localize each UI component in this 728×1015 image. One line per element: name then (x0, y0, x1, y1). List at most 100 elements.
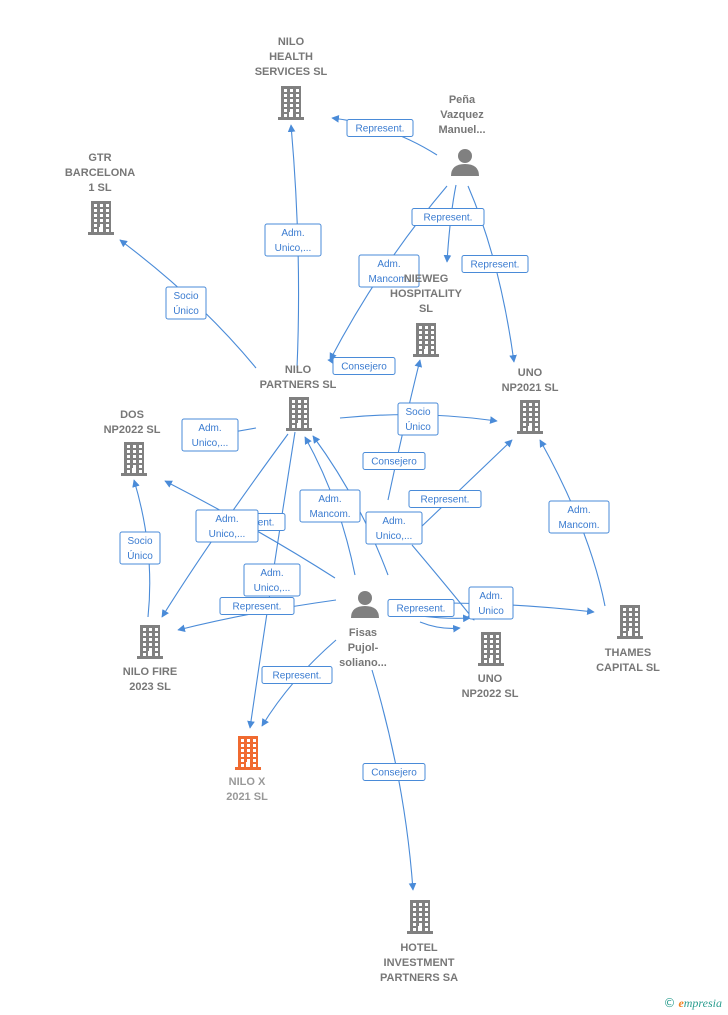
edge-label-text: Unico,... (209, 529, 246, 540)
edge-label-20[interactable]: Represent. (387, 599, 455, 617)
edge-label-12[interactable]: Adm.Mancom. (548, 500, 610, 534)
edge-label-box (219, 597, 295, 615)
node-label: NP2022 SL (462, 688, 519, 700)
brand-initial: e (678, 996, 684, 1010)
edge-label-box (299, 489, 361, 523)
edge-label-11[interactable]: Adm.Mancom. (299, 489, 361, 523)
node-label: GTR (88, 152, 111, 164)
edge-label-text: Mancom. (368, 274, 409, 285)
edge-label-text: Represent. (397, 604, 446, 615)
building-icon (413, 323, 439, 357)
edge-label-text: Unico,... (275, 243, 312, 254)
edge-label-box (387, 599, 455, 617)
edge-label-text: Adm. (260, 568, 283, 579)
edge-label-text: Adm. (281, 228, 304, 239)
edge-label-4[interactable]: Adm. Mancom. (358, 254, 420, 288)
node-label: NILO FIRE (123, 666, 177, 678)
node-dos2022[interactable]: DOS NP2022 SL (104, 409, 161, 476)
node-fisas[interactable]: FisasPujol-soliano... (339, 591, 387, 669)
node-label: BARCELONA (65, 167, 135, 179)
brand-name: mpresia (683, 996, 722, 1010)
edge-label-text: Socio (405, 407, 430, 418)
edge-label-box (365, 511, 423, 545)
node-label: NP2022 SL (104, 424, 161, 436)
person-icon (451, 149, 479, 176)
edge-label-5[interactable]: Represent. (461, 255, 529, 273)
edge-label-text: Socio (173, 291, 198, 302)
edge-label-box (119, 531, 161, 565)
edge-label-text: Represent. (273, 671, 322, 682)
building-icon (88, 201, 114, 235)
edge-label-box (346, 119, 414, 137)
edge-label-box (264, 223, 322, 257)
edge-label-text: Represent. (471, 260, 520, 271)
edge-label-text: Adm. (377, 259, 400, 270)
edge-label-21[interactable]: Adm.Unico (468, 586, 514, 620)
edge-label-15[interactable]: Adm. Unico,... (195, 509, 259, 543)
edge-label-18[interactable]: Represent. (219, 597, 295, 615)
edge-label-box (165, 286, 207, 320)
edge-label-text: Adm. (567, 505, 590, 516)
node-nilo-x[interactable]: NILO X 2021 SL (226, 736, 268, 803)
node-label: HOTEL (400, 942, 438, 954)
edge-label-text: Unico (478, 606, 504, 617)
edge-label-box (408, 490, 482, 508)
node-label: Fisas (349, 627, 377, 639)
edge-label-6[interactable]: Consejero (332, 357, 396, 375)
edge-label-box (362, 763, 426, 781)
copyright-icon: © (663, 996, 676, 1010)
edge-label-3[interactable]: Represent. (411, 208, 485, 226)
edge-label-text: Adm. (215, 514, 238, 525)
node-label: NIEWEG (404, 273, 449, 285)
building-icon (617, 605, 643, 639)
node-label: PARTNERS SA (380, 972, 458, 984)
node-label: DOS (120, 409, 144, 421)
node-label: 2021 SL (226, 791, 268, 803)
edge-label-16[interactable]: Adm.Unico,... (243, 563, 301, 597)
edge-labels-layer: Represent.Adm.Unico,...SocioÚnicoReprese… (119, 119, 610, 781)
edge-label-1[interactable]: Adm. Unico,... (264, 223, 322, 257)
edge-label-text: Represent. (421, 495, 470, 506)
edge-label-text: Unico,... (376, 531, 413, 542)
edge-label-0[interactable]: Represent. (346, 119, 414, 137)
node-label: CAPITAL SL (596, 662, 660, 674)
node-label: THAMES (605, 647, 651, 659)
node-label: HOSPITALITY (390, 288, 463, 300)
edge-label-22[interactable]: Consejero (362, 763, 426, 781)
edge-label-9[interactable]: Consejero (362, 452, 426, 470)
edge-label-text: Socio (127, 536, 152, 547)
edge-label-box (261, 666, 333, 684)
node-label: NILO (285, 364, 312, 376)
edge-label-text: Represent. (233, 602, 282, 613)
edge-label-box (362, 452, 426, 470)
edge-label-19[interactable]: Represent. (261, 666, 333, 684)
edge-label-text: Represent. (424, 213, 473, 224)
edge-label-7[interactable]: Adm.Unico,... (181, 418, 239, 452)
edge-label-box (195, 509, 259, 543)
edge-label-box (411, 208, 485, 226)
edge-line-10 (419, 439, 513, 529)
node-pena[interactable]: PeñaVazquezManuel... (438, 94, 486, 176)
edge-label-13[interactable]: Adm.Unico,... (365, 511, 423, 545)
edge-label-box (468, 586, 514, 620)
building-icon (407, 900, 433, 934)
node-thames[interactable]: THAMES CAPITAL SL (596, 605, 660, 674)
edge-label-box (358, 254, 420, 288)
edge-label-10[interactable]: Represent. (408, 490, 482, 508)
edge-label-box (243, 563, 301, 597)
edge-label-text: Unico,... (192, 438, 229, 449)
node-label: Pujol- (348, 642, 379, 654)
building-icon (478, 632, 504, 666)
node-label: NILO X (229, 776, 266, 788)
